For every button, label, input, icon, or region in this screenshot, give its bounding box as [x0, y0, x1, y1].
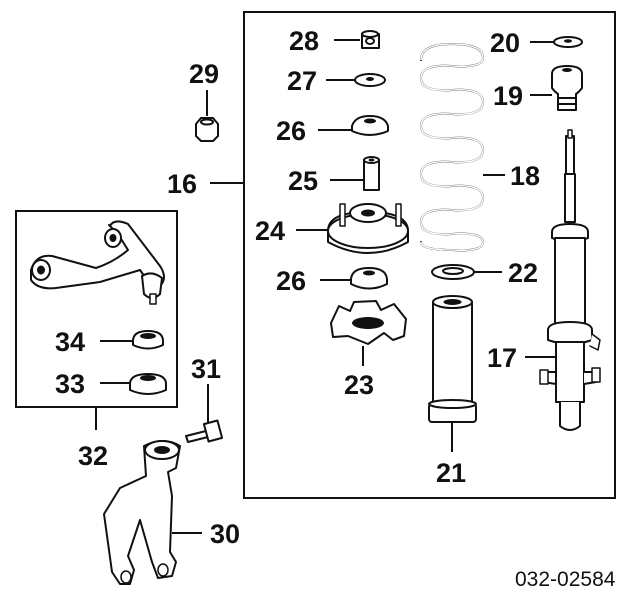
callout-31: 31	[191, 354, 221, 384]
callout-25: 25	[288, 166, 318, 196]
callout-33: 33	[55, 369, 85, 399]
part-31-bolt	[185, 419, 224, 443]
part-33-bushing	[129, 373, 167, 395]
part-26-upper-bushing	[351, 115, 389, 136]
callout-26-lower: 26	[276, 266, 306, 296]
part-24-strut-mount	[327, 203, 409, 254]
part-25-collar	[363, 156, 380, 191]
callout-27: 27	[287, 66, 317, 96]
callout-32: 32	[78, 441, 108, 471]
callout-26-upper: 26	[276, 116, 306, 146]
callout-24: 24	[255, 216, 285, 246]
callout-20: 20	[490, 28, 520, 58]
strut-assembly-frame	[243, 11, 616, 499]
part-19-bump-stop	[551, 65, 583, 111]
part-21-dust-boot	[428, 295, 477, 423]
callout-19: 19	[493, 81, 523, 111]
part-22-seat-washer	[431, 264, 475, 280]
callout-28: 28	[289, 26, 319, 56]
part-30-fork	[103, 440, 181, 585]
callout-18: 18	[510, 161, 540, 191]
callout-17: 17	[487, 343, 517, 373]
part-17-shock-absorber	[539, 129, 601, 431]
part-32-upper-arm	[30, 220, 165, 305]
callout-22: 22	[508, 258, 538, 288]
callout-21: 21	[436, 458, 466, 488]
part-18-coil-spring	[419, 42, 485, 252]
part-27-washer	[354, 73, 386, 87]
diagram-code: 032-02584	[515, 568, 616, 591]
callout-29: 29	[189, 59, 219, 89]
part-28-nut	[361, 30, 380, 49]
callout-16: 16	[167, 169, 197, 199]
part-26-lower-bushing	[350, 267, 388, 290]
callout-34: 34	[55, 327, 85, 357]
callout-23: 23	[344, 370, 374, 400]
leader-lines	[95, 39, 556, 534]
callout-30: 30	[210, 519, 240, 549]
part-20-washer	[553, 36, 583, 48]
part-34-washer	[132, 330, 164, 350]
part-23-spring-seat	[330, 300, 407, 345]
part-29-nut	[195, 117, 219, 142]
